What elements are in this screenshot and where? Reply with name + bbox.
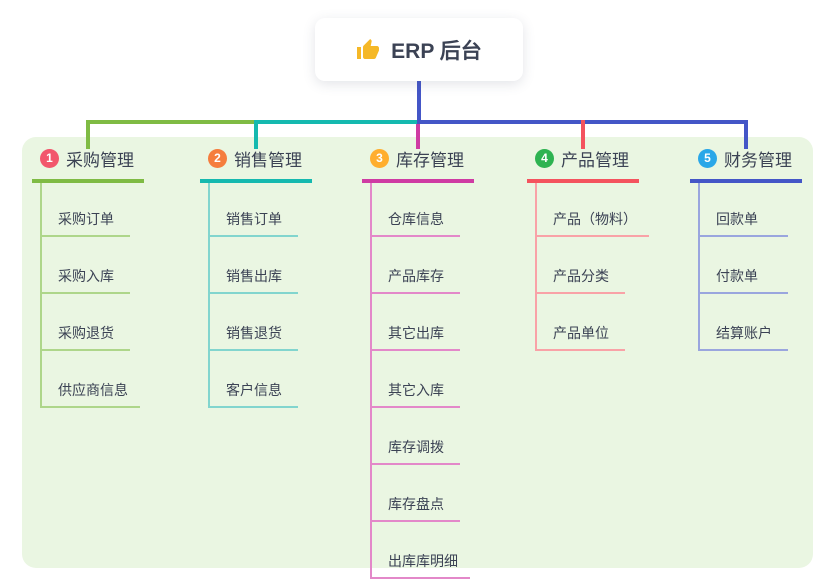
child-node-label: 库存调拨 [388, 439, 444, 455]
child-node[interactable]: 产品单位 [537, 294, 625, 351]
child-node-label: 结算账户 [716, 325, 772, 341]
child-node-label: 其它出库 [388, 325, 444, 341]
child-node-label: 采购入库 [58, 268, 114, 284]
branch-number-badge: 5 [698, 149, 717, 168]
root-node[interactable]: ERP 后台 [315, 18, 523, 81]
branch-number-badge: 3 [370, 149, 389, 168]
child-node[interactable]: 采购订单 [42, 183, 130, 237]
child-node-label: 回款单 [716, 211, 758, 227]
branch-node: 3 库存管理仓库信息产品库存其它出库其它入库库存调拨库存盘点出库库明细 [362, 146, 474, 579]
child-node-label: 销售出库 [226, 268, 282, 284]
child-node[interactable]: 仓库信息 [372, 183, 460, 237]
branch-children: 仓库信息产品库存其它出库其它入库库存调拨库存盘点出库库明细 [370, 183, 474, 579]
child-node-label: 付款单 [716, 268, 758, 284]
branch-title[interactable]: 1 采购管理 [32, 146, 144, 183]
child-node-label: 销售订单 [226, 211, 282, 227]
child-node[interactable]: 采购退货 [42, 294, 130, 351]
branch-children: 产品（物料） 产品分类产品单位 [535, 183, 649, 351]
child-node[interactable]: 库存调拨 [372, 408, 460, 465]
branch-title[interactable]: 5 财务管理 [690, 146, 802, 183]
branch-title[interactable]: 2 销售管理 [200, 146, 312, 183]
child-node[interactable]: 产品（物料） [537, 183, 649, 237]
child-node-label: 客户信息 [226, 382, 282, 398]
child-node[interactable]: 产品库存 [372, 237, 460, 294]
branch-node: 4 产品管理产品（物料） 产品分类产品单位 [527, 146, 649, 351]
child-node[interactable]: 付款单 [700, 237, 788, 294]
branch-title[interactable]: 3 库存管理 [362, 146, 474, 183]
child-node-label: 出库库明细 [388, 553, 458, 569]
child-node-label: 其它入库 [388, 382, 444, 398]
child-node[interactable]: 产品分类 [537, 237, 625, 294]
child-node[interactable]: 库存盘点 [372, 465, 460, 522]
branch-number-badge: 1 [40, 149, 59, 168]
child-node-label: 库存盘点 [388, 496, 444, 512]
branch-title-label: 销售管理 [234, 151, 302, 170]
child-node[interactable]: 销售退货 [210, 294, 298, 351]
branch-node: 1 采购管理采购订单采购入库采购退货供应商信息 [32, 146, 144, 408]
child-node-label: 产品库存 [388, 268, 444, 284]
branch-number-badge: 4 [535, 149, 554, 168]
branch-children: 采购订单采购入库采购退货供应商信息 [40, 183, 144, 408]
child-node[interactable]: 其它入库 [372, 351, 460, 408]
branch-children: 回款单付款单结算账户 [698, 183, 802, 351]
thumbs-up-icon [356, 38, 380, 62]
branch-children: 销售订单销售出库销售退货客户信息 [208, 183, 312, 408]
branch-node: 2 销售管理销售订单销售出库销售退货客户信息 [200, 146, 312, 408]
child-node[interactable]: 回款单 [700, 183, 788, 237]
branch-node: 5 财务管理回款单付款单结算账户 [690, 146, 802, 351]
child-node[interactable]: 客户信息 [210, 351, 298, 408]
child-node[interactable]: 销售出库 [210, 237, 298, 294]
child-node-label: 采购退货 [58, 325, 114, 341]
child-node[interactable]: 采购入库 [42, 237, 130, 294]
child-node[interactable]: 销售订单 [210, 183, 298, 237]
child-node-label: 采购订单 [58, 211, 114, 227]
branch-title-label: 采购管理 [66, 151, 134, 170]
child-node-label: 产品（物料） [553, 211, 637, 227]
branch-title-label: 产品管理 [561, 151, 629, 170]
branch-title[interactable]: 4 产品管理 [527, 146, 639, 183]
child-node[interactable]: 出库库明细 [372, 522, 470, 579]
child-node-label: 产品分类 [553, 268, 609, 284]
child-node-label: 供应商信息 [58, 382, 128, 398]
child-node-label: 销售退货 [226, 325, 282, 341]
branch-title-label: 财务管理 [724, 151, 792, 170]
child-node-label: 仓库信息 [388, 211, 444, 227]
branch-title-label: 库存管理 [396, 151, 464, 170]
child-node-label: 产品单位 [553, 325, 609, 341]
child-node[interactable]: 其它出库 [372, 294, 460, 351]
root-title: ERP 后台 [391, 39, 482, 63]
branches-panel [22, 137, 813, 568]
child-node[interactable]: 结算账户 [700, 294, 788, 351]
child-node[interactable]: 供应商信息 [42, 351, 140, 408]
branch-number-badge: 2 [208, 149, 227, 168]
